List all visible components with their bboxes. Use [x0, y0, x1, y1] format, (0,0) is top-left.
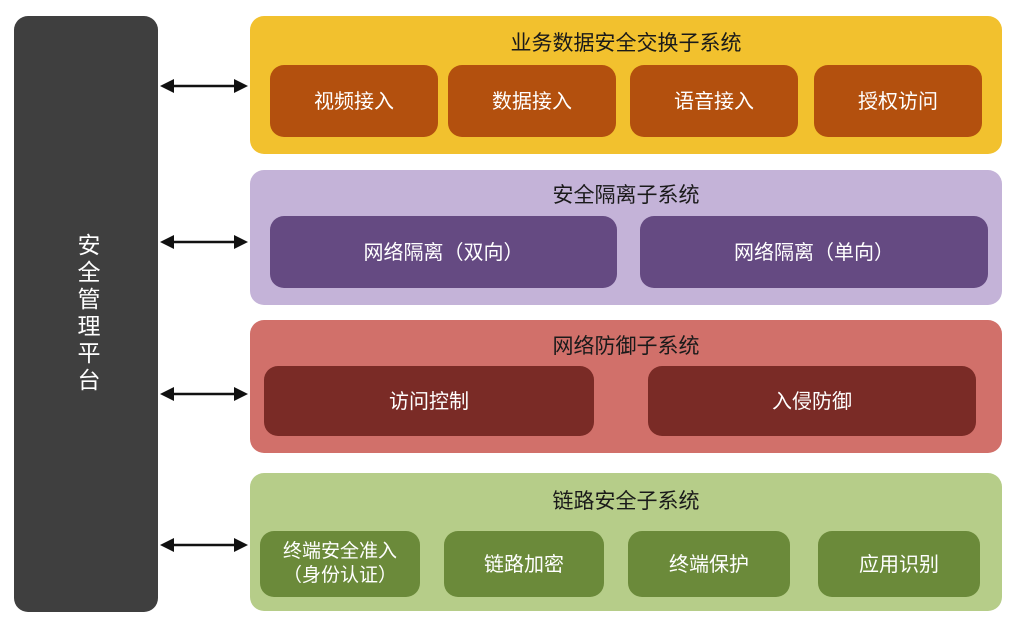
- chip-application-identification: 应用识别: [818, 531, 980, 597]
- chip-video-access: 视频接入: [270, 65, 438, 137]
- network-defense-panel: 网络防御子系统 访问控制 入侵防御: [250, 320, 1002, 453]
- business-data-exchange-panel: 业务数据安全交换子系统 视频接入 数据接入 语音接入 授权访问: [250, 16, 1002, 154]
- panel-title: 网络防御子系统: [552, 334, 700, 358]
- panel-title: 链路安全子系统: [552, 489, 700, 513]
- panel-title: 安全隔离子系统: [552, 183, 700, 207]
- chip-intrusion-prevention: 入侵防御: [648, 366, 976, 436]
- chip-terminal-access-authentication: 终端安全准入 （身份认证）: [260, 531, 420, 597]
- double-arrow-isolation: [160, 235, 248, 249]
- chip-voice-access: 语音接入: [630, 65, 798, 137]
- chip-access-control: 访问控制: [264, 366, 594, 436]
- double-arrow-business: [160, 79, 248, 93]
- chip-terminal-protection: 终端保护: [628, 531, 790, 597]
- platform-label: 安全管理平台: [73, 233, 99, 395]
- double-arrow-defense: [160, 387, 248, 401]
- security-isolation-panel: 安全隔离子系统 网络隔离（双向） 网络隔离（单向）: [250, 170, 1002, 305]
- panel-title: 业务数据安全交换子系统: [510, 31, 742, 55]
- chip-network-isolation-unidirectional: 网络隔离（单向）: [640, 216, 988, 288]
- chip-link-encryption: 链路加密: [444, 531, 604, 597]
- chip-network-isolation-bidirectional: 网络隔离（双向）: [270, 216, 617, 288]
- chip-authorized-access: 授权访问: [814, 65, 982, 137]
- chip-data-access: 数据接入: [448, 65, 616, 137]
- link-security-panel: 链路安全子系统 终端安全准入 （身份认证） 链路加密 终端保护 应用识别: [250, 473, 1002, 611]
- double-arrow-link: [160, 538, 248, 552]
- security-management-platform: 安全管理平台: [14, 16, 158, 612]
